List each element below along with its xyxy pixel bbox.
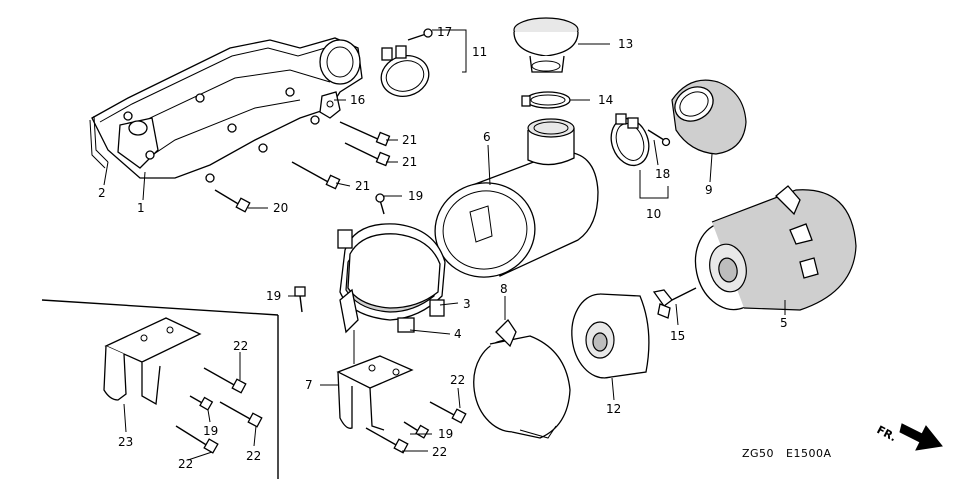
screw-19-b — [294, 286, 306, 313]
callout-14: 14 — [598, 93, 613, 107]
front-label: FR. — [875, 423, 899, 444]
callout-19-a: 19 — [408, 189, 423, 203]
callout-22-d: 22 — [450, 373, 465, 387]
callout-15: 15 — [670, 329, 685, 343]
callout-8: 8 — [500, 282, 508, 296]
callout-19-b: 19 — [266, 289, 281, 303]
front-arrow-icon — [899, 423, 943, 451]
callout-16: 16 — [350, 93, 365, 107]
callout-12: 12 — [606, 402, 621, 416]
intake-manifold — [91, 37, 363, 183]
callout-6: 6 — [483, 130, 491, 144]
air-cleaner-cap — [513, 17, 579, 73]
clamp-band-11 — [380, 45, 430, 97]
callout-23: 23 — [118, 435, 133, 449]
callout-7: 7 — [305, 378, 313, 392]
screw-19-c — [403, 421, 430, 439]
callout-5: 5 — [780, 316, 788, 330]
band-shim — [339, 288, 359, 334]
callout-10: 10 — [646, 207, 661, 221]
inset-bolt-22-b — [219, 401, 263, 428]
bolt-21-c — [291, 161, 341, 190]
screw-18 — [647, 129, 671, 147]
air-cleaner-body — [434, 118, 599, 278]
screw-19-a — [375, 193, 385, 215]
callout-9: 9 — [705, 183, 713, 197]
pre-cleaner-foam — [671, 79, 747, 155]
hose-clamp-14 — [521, 91, 571, 109]
paper-element — [694, 185, 857, 311]
inset-bolt-22-c — [175, 425, 219, 454]
callout-13: 13 — [618, 37, 633, 51]
inset-screw-19 — [189, 395, 214, 411]
inset-bolt-22-a — [203, 367, 247, 394]
inset-border — [41, 299, 279, 479]
bolt-20 — [214, 189, 251, 213]
leader-lines — [103, 29, 786, 461]
callout-2: 2 — [98, 186, 106, 200]
inset-bracket-23 — [103, 317, 202, 406]
callout-20: 20 — [273, 201, 288, 215]
callout-11: 11 — [472, 45, 487, 59]
mounting-bracket-7 — [336, 355, 414, 431]
callout-18: 18 — [655, 167, 670, 181]
callout-4: 4 — [454, 327, 462, 341]
callout-21-b: 21 — [402, 155, 417, 169]
bolt-21-b — [344, 142, 391, 167]
cleaner-cover — [473, 318, 571, 439]
bolt-22-d — [365, 427, 409, 454]
support-band — [337, 223, 446, 333]
callout-21-a: 21 — [402, 133, 417, 147]
callout-22-e: 22 — [432, 445, 447, 459]
callout-19-c: 19 — [203, 424, 218, 438]
front-direction-marker: FR. — [875, 423, 943, 451]
callout-19-d: 19 — [438, 427, 453, 441]
flange-bracket — [319, 91, 341, 119]
figure-code: E1500A — [786, 447, 831, 460]
callout-labels: 1 2 3 4 5 6 7 8 9 10 11 12 13 14 15 16 1… — [98, 25, 788, 471]
callout-1: 1 — [137, 201, 145, 215]
clamp-band-10 — [610, 113, 650, 167]
manifold-gasket — [89, 115, 109, 169]
bolt-22-c — [429, 401, 467, 424]
callout-21-c: 21 — [355, 179, 370, 193]
bolt-21-a — [339, 121, 391, 147]
inner-element — [571, 293, 650, 379]
wing-nut — [652, 287, 697, 319]
screw-17 — [407, 28, 433, 41]
callout-22-b: 22 — [246, 449, 261, 463]
callout-22-c: 22 — [178, 457, 193, 471]
model-code: ZG50 — [742, 447, 774, 460]
callout-3: 3 — [463, 297, 471, 311]
callout-22-a: 22 — [233, 339, 248, 353]
callout-17: 17 — [437, 25, 452, 39]
